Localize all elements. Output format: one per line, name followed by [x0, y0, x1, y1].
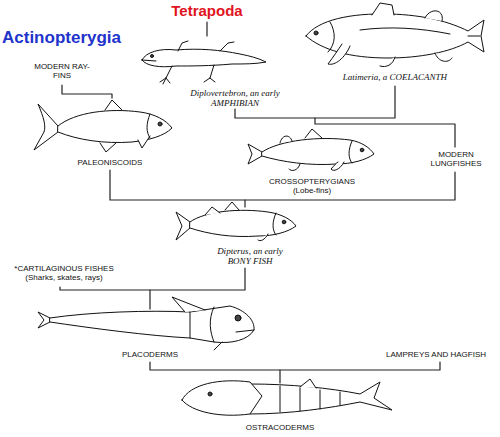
taxon-label: PLACODERMS — [100, 350, 200, 359]
armor-line — [190, 312, 191, 338]
species-label: Latimeria, a COELACANTH — [320, 72, 470, 82]
branch-line — [110, 170, 455, 200]
gill-line — [147, 114, 150, 138]
taxon-label: LAMPREYS AND HAGFISH — [375, 350, 497, 359]
scale-line — [360, 28, 450, 34]
fish-eye — [158, 122, 162, 126]
fish-eye — [282, 220, 286, 224]
gill-line — [349, 141, 352, 163]
fish-body — [306, 14, 484, 58]
fish-eye — [314, 31, 318, 35]
fish-fin — [331, 162, 344, 170]
fish-fin — [205, 207, 220, 215]
fish-body — [58, 111, 172, 143]
ostracoderm-figure — [182, 379, 392, 415]
branch-line — [244, 200, 245, 207]
fish-fin — [305, 129, 322, 138]
fish-fin — [425, 11, 442, 21]
placoderm-figure — [38, 297, 254, 350]
paleoniscoid-figure — [34, 100, 172, 152]
fish-body — [262, 139, 374, 165]
fish-fin — [280, 136, 292, 143]
branch-line — [206, 22, 207, 36]
amphibian-leg — [178, 41, 188, 51]
fish-body — [250, 382, 392, 414]
gill-line — [273, 213, 276, 235]
taxon-label: CROSSOPTERYGIANS (Lobe-fins) — [262, 177, 362, 195]
branch-line — [150, 362, 440, 370]
species-label: Diplovertebron, an early AMPHIBIAN — [186, 88, 284, 109]
fish-fin — [172, 297, 205, 312]
dipterus-figure — [176, 202, 296, 241]
fish-fin — [372, 3, 394, 15]
branch-line — [149, 290, 150, 309]
amphibian-leg — [220, 42, 234, 51]
tail-line — [468, 36, 480, 37]
fish-fin — [258, 234, 268, 241]
taxon-label: MODERN RAY-FINS — [34, 62, 90, 80]
head-shield — [182, 381, 262, 415]
species-label: Dipterus, an early BONY FISH — [214, 246, 286, 267]
fish-fin — [300, 379, 316, 388]
armor-line — [210, 307, 214, 342]
taxon-label: MODERN LUNGFISHES — [423, 150, 489, 168]
fish-eye — [360, 148, 364, 152]
fish-eye — [235, 315, 241, 321]
fish-tail — [248, 144, 262, 164]
amphibian-leg — [160, 66, 172, 84]
fish-fin — [105, 100, 122, 110]
fish-fin — [138, 136, 150, 148]
fish-body — [50, 306, 254, 343]
clade-heading: Tetrapoda — [157, 2, 257, 19]
scale-line — [280, 386, 340, 412]
clade-heading: Actinopterygia — [2, 28, 142, 48]
fish-fin — [225, 202, 239, 210]
amphibian-body — [142, 49, 266, 67]
branch-line — [279, 370, 280, 383]
amphibian-eye — [151, 55, 154, 58]
fin-spine — [214, 342, 222, 350]
fish-fin — [100, 143, 116, 152]
fish-tail — [176, 212, 190, 240]
fish-tail — [34, 104, 58, 150]
taxon-label: *CARTILAGINOUS FISHES (Sharks, skates, r… — [2, 264, 126, 282]
fish-eye — [208, 392, 212, 396]
taxon-label: OSTRACODERMS — [230, 423, 330, 432]
fish-fin — [289, 164, 300, 171]
amphibian-figure — [142, 41, 266, 84]
fish-fin — [380, 57, 395, 67]
branch-line — [62, 85, 112, 98]
gill-line — [328, 22, 334, 52]
amphibian-mouth — [142, 60, 156, 61]
amphibian-leg — [204, 65, 215, 82]
fish-tail — [38, 312, 50, 328]
fish-fin — [435, 53, 452, 61]
jaw-line — [236, 330, 254, 332]
coelacanth-figure — [306, 3, 484, 67]
taxon-label: PALEONISCOIDS — [50, 158, 170, 167]
crossopterygian-figure — [248, 129, 374, 171]
